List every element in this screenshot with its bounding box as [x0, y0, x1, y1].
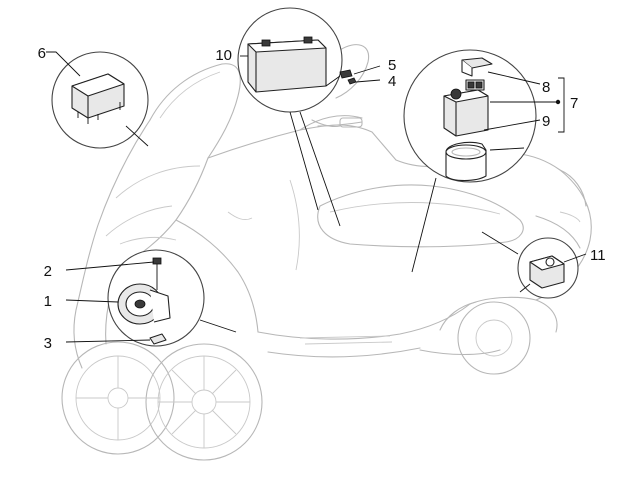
callout-2: 2: [44, 263, 52, 280]
callout-6: 6: [38, 45, 46, 62]
sensor-inset: [481, 231, 587, 299]
callout-5: 5: [388, 57, 396, 74]
starter-relay-inset: [403, 49, 565, 273]
callout-10: 10: [215, 47, 232, 64]
callout-7: 7: [570, 95, 578, 112]
screws-4-5: [325, 65, 381, 87]
callout-labels: 2 1 3 6 10 5 4 8 7 9 11: [38, 45, 606, 352]
callout-9: 9: [542, 113, 550, 130]
horn-inset: [65, 249, 237, 347]
callout-1: 1: [44, 293, 52, 310]
relay-inset: [46, 51, 149, 149]
scooter-outline: [61, 44, 592, 461]
callout-11: 11: [590, 247, 606, 264]
battery-inset: [237, 7, 343, 227]
callout-8: 8: [542, 79, 550, 96]
callout-4: 4: [388, 73, 396, 90]
callout-3: 3: [44, 335, 52, 352]
